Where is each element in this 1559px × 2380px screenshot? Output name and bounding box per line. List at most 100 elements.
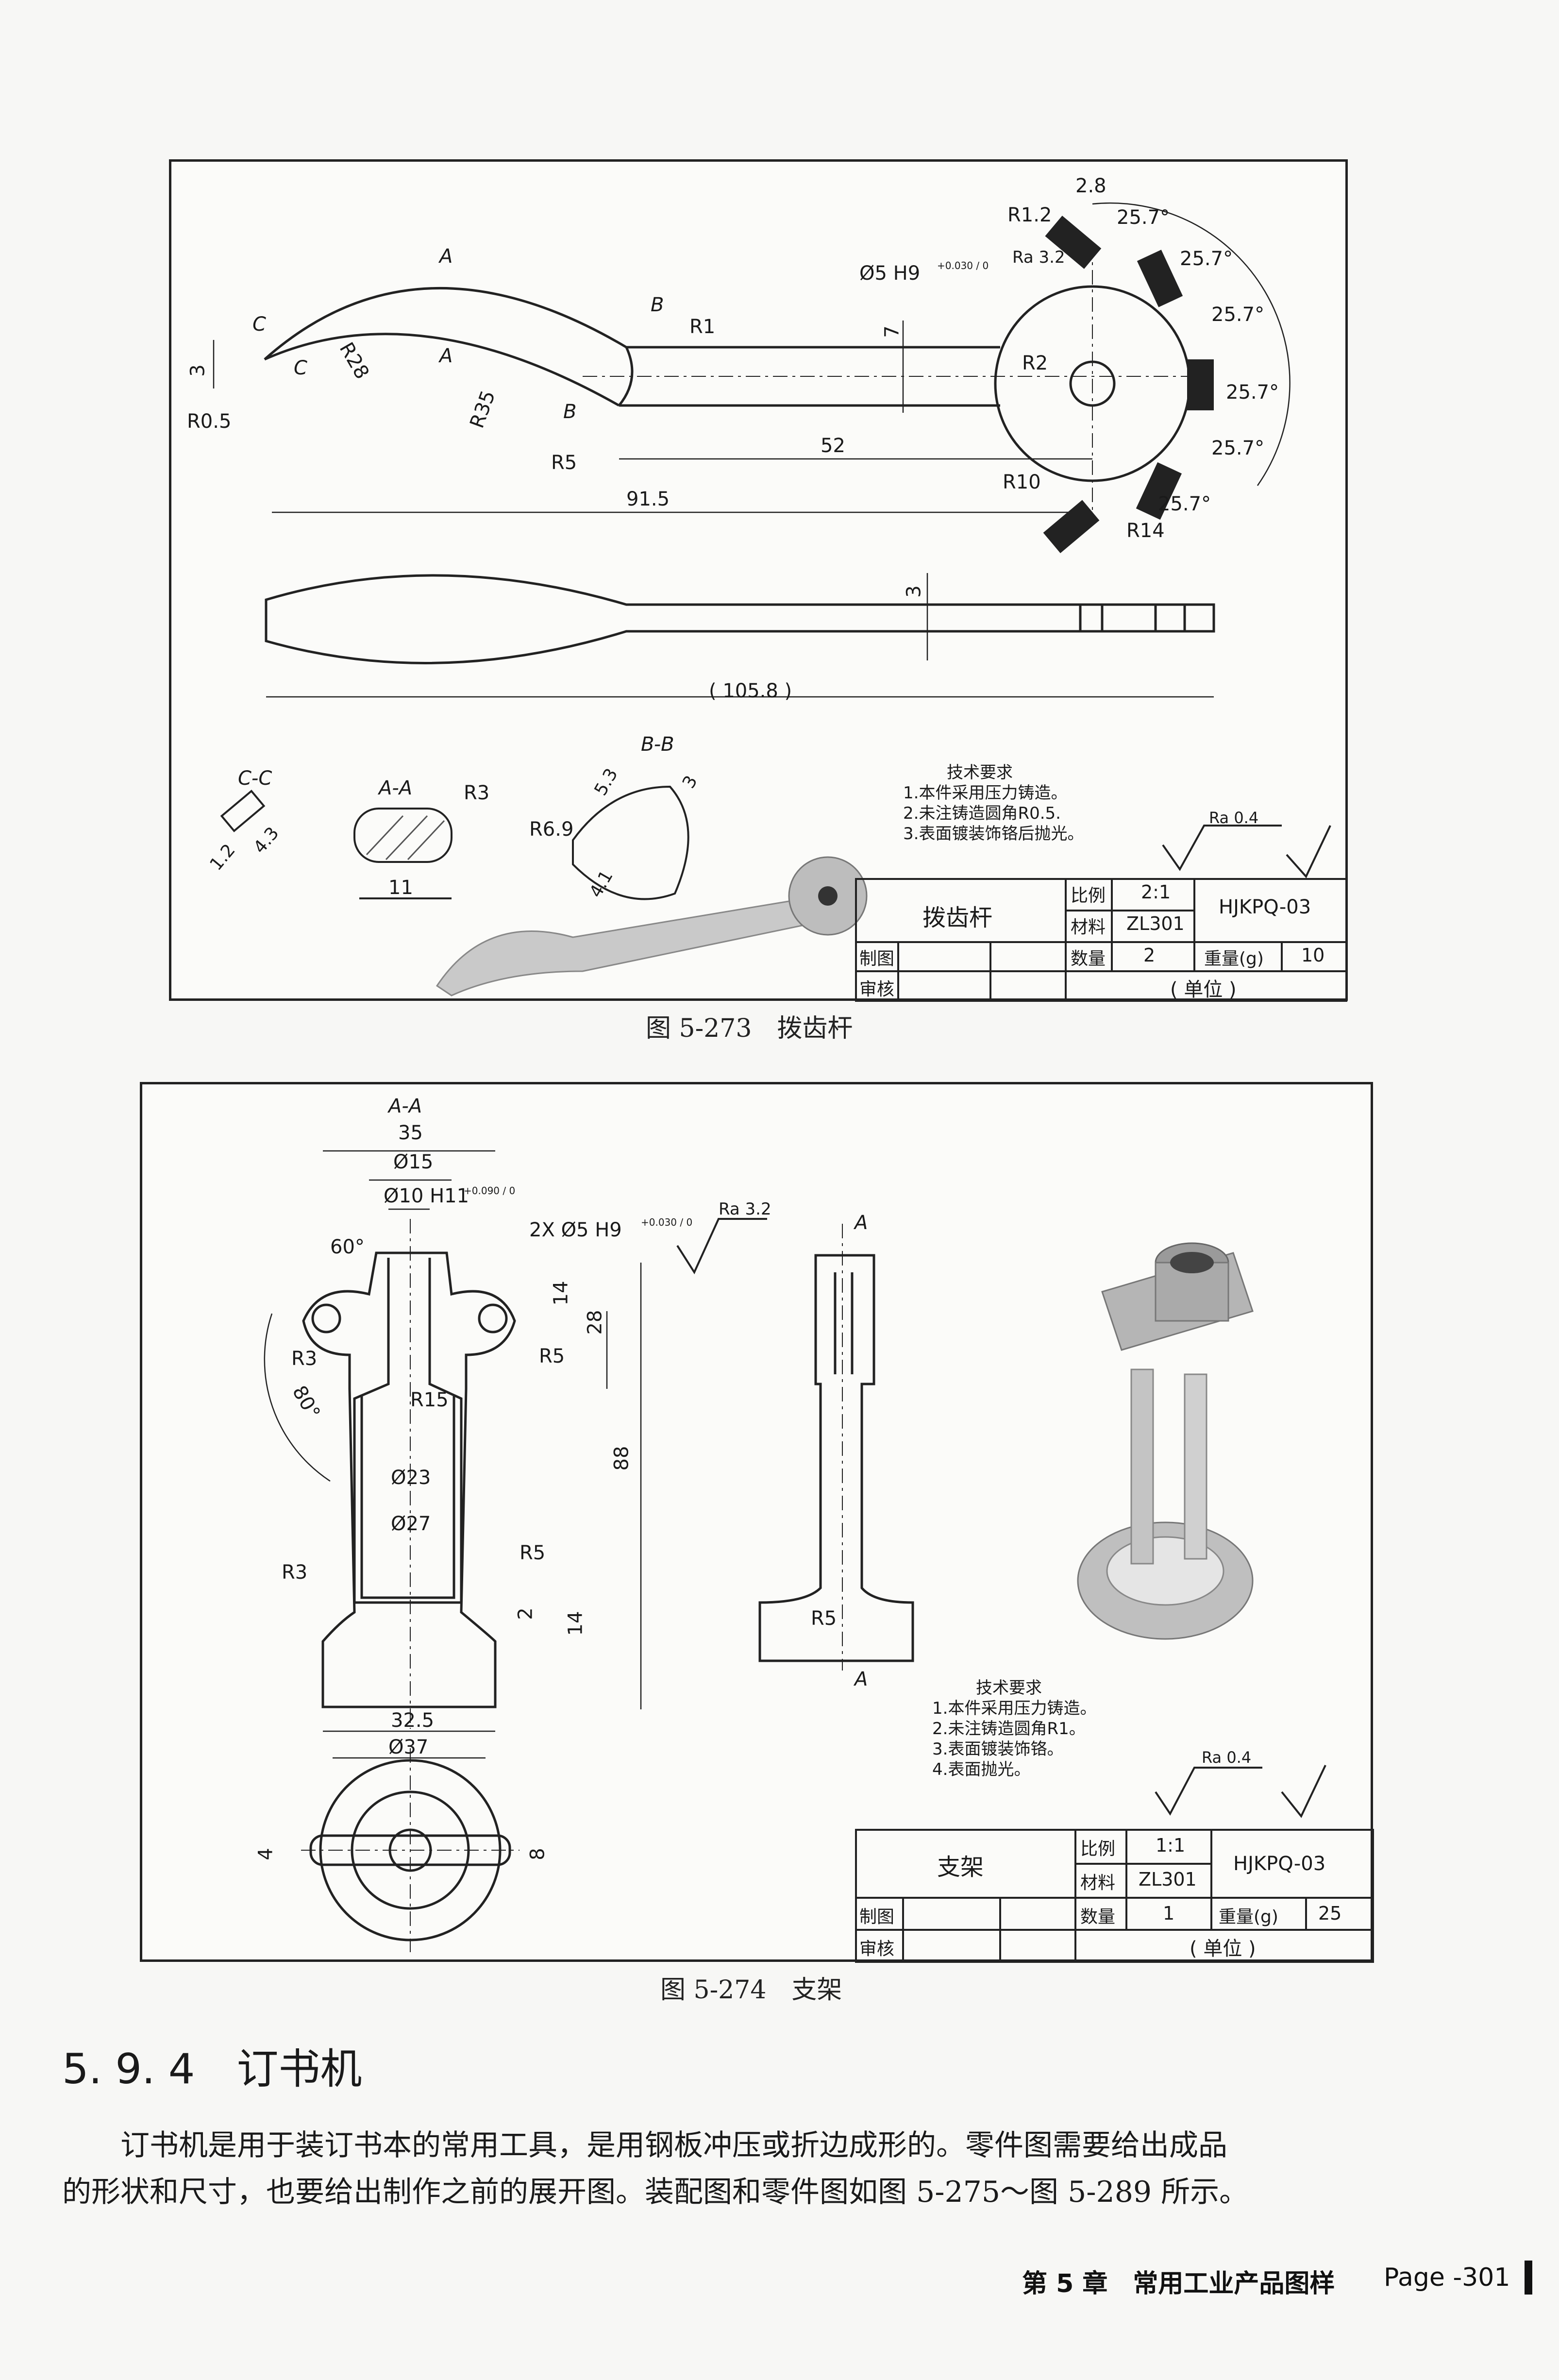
- drawing-code: HJKPQ-03: [1219, 896, 1311, 918]
- material-label: 材料: [1080, 1873, 1116, 1893]
- dim-angle: 25.7°: [1180, 248, 1233, 270]
- figure-5-274-caption: 图 5-274 支架: [660, 1975, 842, 2005]
- lever-handle: [618, 346, 1000, 407]
- notes-line: 2.未注铸造圆角R0.5.: [903, 804, 1061, 823]
- notes-line: 1.本件采用压力铸造。: [932, 1699, 1097, 1718]
- view-label-bb: B-B: [641, 733, 674, 756]
- checked-by-label: 审核: [859, 1939, 895, 1959]
- technical-notes-1: 技术要求 1.本件采用压力铸造。 2.未注铸造圆角R0.5. 3.表面镀装饰铬后…: [903, 762, 1084, 844]
- mount-hole: [478, 1303, 508, 1333]
- dim-32-5: 32.5: [391, 1709, 435, 1732]
- dim-4: 4: [254, 1848, 277, 1860]
- dim-28: 28: [584, 1310, 606, 1335]
- material-value: ZL301: [1139, 1869, 1197, 1890]
- dim-r6-9: R6.9: [529, 818, 574, 841]
- section-bb: [572, 785, 689, 900]
- dim-angle: 25.7°: [1158, 493, 1211, 515]
- scale-value: 1:1: [1156, 1835, 1186, 1856]
- dim-hole-tolerance: +0.030 / 0: [937, 260, 989, 271]
- roughness-ra32: Ra 3.2: [719, 1199, 771, 1219]
- section-mark-a: A: [439, 345, 453, 367]
- view-label-aa: A-A: [379, 777, 413, 799]
- dim-r5: R5: [551, 452, 577, 474]
- title-block-2: [855, 1829, 1374, 1963]
- section-mark-c: C: [252, 313, 266, 336]
- part-name: 拨齿杆: [922, 904, 993, 931]
- dim-r1-2: R1.2: [1007, 204, 1052, 226]
- quantity-value: 1: [1163, 1903, 1175, 1924]
- dim-dia-27: Ø27: [391, 1513, 431, 1535]
- dim-angle: 25.7°: [1211, 437, 1265, 459]
- scale-label: 比例: [1071, 886, 1106, 906]
- paragraph-line-1: 订书机是用于装订书本的常用工具，是用钢板冲压或折边成形的。零件图需要给出成品: [120, 2128, 1227, 2162]
- dim-hole-fit: Ø5 H9: [859, 262, 921, 285]
- dim-14-base: 14: [564, 1611, 587, 1636]
- dim-dia-15: Ø15: [393, 1151, 434, 1173]
- checked-by-label: 审核: [859, 979, 895, 999]
- dim-angle: 25.7°: [1117, 206, 1170, 229]
- gear-tooth: [1045, 216, 1102, 269]
- section-aa: [353, 808, 453, 863]
- unit-label: ( 单位 ): [1170, 979, 1237, 1001]
- view-label-cc: C-C: [238, 767, 272, 790]
- section-mark-a: A: [855, 1212, 868, 1234]
- dim-r10: R10: [1003, 471, 1041, 493]
- dim-hole-fit: 2X Ø5 H9: [529, 1219, 622, 1241]
- scale-label: 比例: [1080, 1839, 1116, 1859]
- dim-r3-base: R3: [282, 1561, 308, 1584]
- gear-tooth: [1137, 250, 1183, 307]
- unit-label: ( 单位 ): [1190, 1938, 1256, 1960]
- dim-52: 52: [821, 435, 845, 457]
- notes-line: 3.表面镀装饰铬。: [932, 1739, 1064, 1759]
- figure-5-273-caption: 图 5-273 拨齿杆: [646, 1014, 853, 1043]
- weight-label: 重量(g): [1204, 949, 1264, 969]
- quantity-label: 数量: [1071, 949, 1106, 969]
- dim-angle-60: 60°: [330, 1236, 365, 1258]
- dim-hole-tolerance: +0.030 / 0: [641, 1216, 693, 1228]
- dim-r5-base: R5: [520, 1542, 546, 1564]
- dim-angle: 25.7°: [1226, 381, 1279, 404]
- dim-angle: 25.7°: [1211, 304, 1265, 326]
- paragraph-line-2: 的形状和尺寸，也要给出制作之前的展开图。装配图和零件图如图 5-275～图 5-…: [62, 2175, 1249, 2209]
- weight-value: 10: [1301, 945, 1325, 966]
- lever-3d-render: [436, 856, 868, 996]
- part-name: 支架: [937, 1854, 984, 1881]
- weight-label: 重量(g): [1219, 1907, 1278, 1927]
- weight-value: 25: [1318, 1903, 1342, 1924]
- scale-value: 2:1: [1141, 881, 1171, 903]
- notes-line: 2.未注铸造圆角R1。: [932, 1719, 1086, 1739]
- drawing-code: HJKPQ-03: [1233, 1853, 1326, 1875]
- title-block-1: [855, 878, 1347, 1002]
- section-mark-c: C: [294, 357, 307, 379]
- side-view-body: [265, 574, 1215, 664]
- notes-heading: 技术要求: [976, 1678, 1042, 1698]
- dim-r3: R3: [464, 782, 490, 804]
- material-label: 材料: [1071, 917, 1106, 937]
- dim-r1: R1: [689, 316, 716, 338]
- drawn-by-label: 制图: [859, 949, 895, 969]
- technical-notes-2: 技术要求 1.本件采用压力铸造。 2.未注铸造圆角R1。 3.表面镀装饰铬。 4…: [932, 1678, 1096, 1780]
- roughness-ra04: Ra 0.4: [1202, 1748, 1252, 1767]
- lever-arm-lower-edge: [264, 333, 620, 407]
- dim-dia-37: Ø37: [388, 1736, 429, 1758]
- lever-arm-upper-edge: [264, 287, 627, 360]
- footer-page-number: Page -301: [1384, 2263, 1510, 2292]
- dim-8: 8: [526, 1848, 549, 1860]
- notes-line: 4.表面抛光。: [932, 1760, 1031, 1779]
- mount-hole: [311, 1303, 341, 1333]
- gear-tooth: [1136, 462, 1182, 520]
- dim-2: 2: [514, 1607, 537, 1620]
- section-cc: [220, 790, 266, 832]
- dim-r2: R2: [1022, 352, 1048, 374]
- section-mark-b: B: [563, 401, 577, 423]
- dim-91-5: 91.5: [626, 488, 670, 510]
- notes-line: 1.本件采用压力铸造。: [903, 783, 1068, 803]
- bracket-3d-render: [1077, 1242, 1254, 1640]
- view-label-aa: A-A: [388, 1095, 422, 1117]
- dim-dia-10-fit: Ø10 H11: [384, 1185, 469, 1207]
- bracket-side-view: [758, 1254, 914, 1662]
- gear-tooth: [1187, 359, 1214, 410]
- material-value: ZL301: [1126, 913, 1185, 934]
